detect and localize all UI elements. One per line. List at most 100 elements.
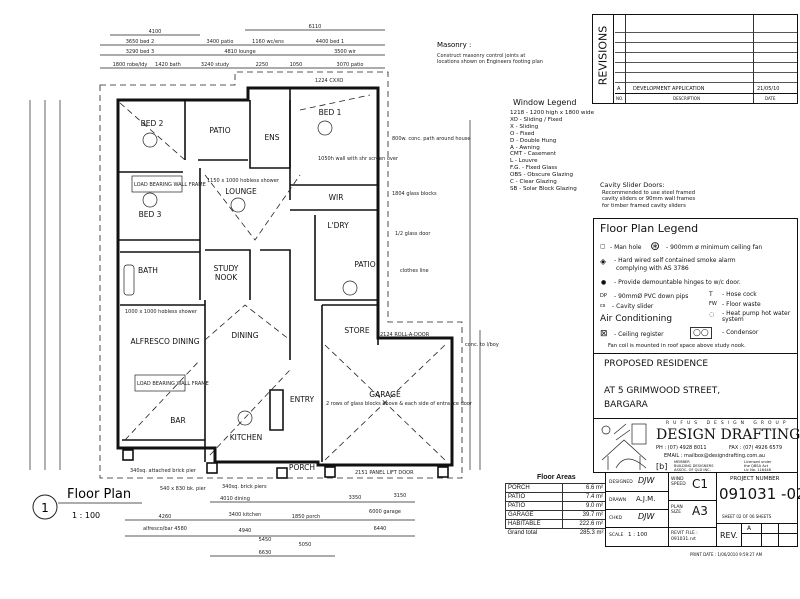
licence: Licensed under the QBSA Act Lic No. 1164… xyxy=(744,460,772,472)
window-legend-item: D - Double Hung xyxy=(510,137,557,144)
note-brick-pier-1: 340sq. attached brick pier xyxy=(130,468,197,474)
room-bed-1: BED 1 xyxy=(319,108,342,117)
note-wall-shr: 1050h wall with shr screen over xyxy=(318,156,399,162)
project-address-line-1: AT 5 GRIMWOOD STREET, xyxy=(604,386,721,396)
floor-plan-legend: Floor Plan Legend ▢ - Man hole ⊛ - 900mm… xyxy=(593,218,798,354)
dim-top-11: 3070 patio xyxy=(337,62,364,68)
room-patio-top: PATIO xyxy=(209,126,230,135)
room-store: STORE xyxy=(344,326,369,335)
rev-label: REV. xyxy=(720,531,738,540)
dim-top-7: 3290 bed 3 xyxy=(126,49,155,55)
dim-top-13: 1420 bath xyxy=(155,62,181,68)
window-legend-item: L - Louvre xyxy=(510,158,538,165)
revisions-title: REVISIONS xyxy=(596,25,610,86)
external-wall xyxy=(116,86,454,467)
revit-file-label: REVIT FILE : xyxy=(671,531,698,536)
note-brick-piers: 340sq. brick piers xyxy=(222,484,267,490)
legend-item: - 90mmØ PVC down pips xyxy=(614,293,689,300)
revision-no: A xyxy=(617,86,621,92)
cavity-slider-line: Recommended to use steel framed xyxy=(602,190,696,196)
area-name: GARAGE xyxy=(505,510,563,520)
area-value: 6.6 m² xyxy=(561,483,607,493)
rev-value: A xyxy=(747,525,752,532)
print-date: PRINT DATE : 1/06/2010 9:59:27 AM xyxy=(690,552,763,557)
drawn-value: A.J.M. xyxy=(636,495,656,503)
revision-header-no: NO. xyxy=(616,96,624,101)
legend-item: - Floor waste xyxy=(722,301,761,308)
chkd-value: DJW xyxy=(638,512,655,521)
total-value: 285.3 m² xyxy=(579,530,604,536)
dimension-lines xyxy=(29,29,481,557)
plan-size-label: PLAN SIZE xyxy=(671,505,683,515)
drawing-number: 1 xyxy=(41,501,49,515)
drawing-title: Floor Plan xyxy=(67,487,131,502)
window-legend-item: C - Clear Glazing xyxy=(510,179,557,186)
chkd-label: CHKD xyxy=(609,516,622,521)
dim-bottom-4: 3150 xyxy=(394,493,407,499)
dim-bottom-2: 1850 porch xyxy=(292,514,320,520)
air-conditioning-title: Air Conditioning xyxy=(600,314,673,324)
legend-item: - Man hole xyxy=(610,244,642,251)
legend-item: - Heat pump hot water system xyxy=(722,310,791,323)
member-line: ASSOC. OF QLD INC. xyxy=(674,468,711,472)
room-kitchen: KITCHEN xyxy=(230,433,263,442)
window-legend-item: OBS - Obscure Glazing xyxy=(510,172,574,179)
legend-title: Floor Plan Legend xyxy=(600,222,699,235)
room-lounge: LOUNGE xyxy=(225,187,257,196)
legend-item: - Hard wired self contained smoke alarm xyxy=(614,257,736,264)
area-name: PATIO xyxy=(505,501,563,511)
note-brick-pier-2: 540 x 830 bk. pier xyxy=(160,486,207,492)
hose-cock-icon: T xyxy=(709,291,713,298)
bathtub xyxy=(123,264,135,296)
dim-bottom-6: 4260 xyxy=(159,514,172,520)
note-load-bearing-2: LOAD BEARING WALL FRAME xyxy=(137,381,209,387)
room-alfresco-dining: ALFRESCO DINING xyxy=(130,337,199,346)
room-patio-side: PATIO xyxy=(354,260,375,269)
window-legend-item: CMT - Casement xyxy=(510,151,557,158)
room-bed-3: BED 3 xyxy=(139,210,162,219)
eave-line xyxy=(99,71,463,479)
revisions-block: REVISIONS A DEVELOPMENT APPLICATION 21/0… xyxy=(592,14,798,104)
revision-header-date: DATE xyxy=(765,96,776,101)
plan-size-value: A3 xyxy=(692,504,708,518)
company-name: DESIGN DRAFTING xyxy=(656,427,800,443)
room-dining: DINING xyxy=(231,331,258,340)
area-name: PATIO xyxy=(505,492,563,502)
note-path: 800w. conc. path around house xyxy=(392,136,470,142)
dim-bottom-5: 6000 garage xyxy=(369,509,401,515)
dim-bottom-11: 5450 xyxy=(259,537,272,543)
ceiling-fan-icons xyxy=(142,120,358,426)
dim-bottom-10: 5050 xyxy=(299,542,312,548)
designed-value: DJW xyxy=(638,476,655,485)
area-name: PORCH xyxy=(505,483,563,493)
area-value: 7.4 m² xyxy=(561,492,607,502)
drawing-scale: 1 : 100 xyxy=(72,511,100,520)
dim-top-5: 1160 wc/ens xyxy=(252,39,284,45)
revision-header-description: DESCRIPTION xyxy=(673,96,701,101)
window-legend-item: O - Fixed xyxy=(510,130,535,137)
note-glass-door: 1/2 glass door xyxy=(395,231,431,237)
note-shower-alfresco: 1000 x 1000 hobless shower xyxy=(125,309,198,315)
dim-top-6: 4400 bed 1 xyxy=(316,39,345,45)
note-roll-door: 2124 ROLL-A-DOOR xyxy=(380,332,430,338)
legend-item: - Condensor xyxy=(722,329,759,336)
room-nook: NOOK xyxy=(215,273,238,282)
dim-top-3: 3400 patio xyxy=(207,39,234,45)
dim-top-2: 3650 bed 2 xyxy=(126,39,155,45)
company-phone: PH : (07) 4928 8011 xyxy=(656,445,707,451)
cavity-slider-icon: cs xyxy=(600,303,606,309)
legend-item: - Provide demountable hinges to w/c door… xyxy=(614,279,741,286)
licence-line: the QBSA Act xyxy=(744,464,768,468)
wind-speed-value: C1 xyxy=(692,477,709,491)
area-name: HABITABLE xyxy=(505,519,563,529)
revit-file-value: 091031.rvt xyxy=(671,537,696,542)
room-garage: GARAGE xyxy=(369,390,401,399)
member-line: BUILDING DESIGNERS xyxy=(674,464,714,468)
window-legend-item: SB - Solar Block Glazing xyxy=(510,185,577,192)
window-legend-title: Window Legend xyxy=(513,98,577,107)
